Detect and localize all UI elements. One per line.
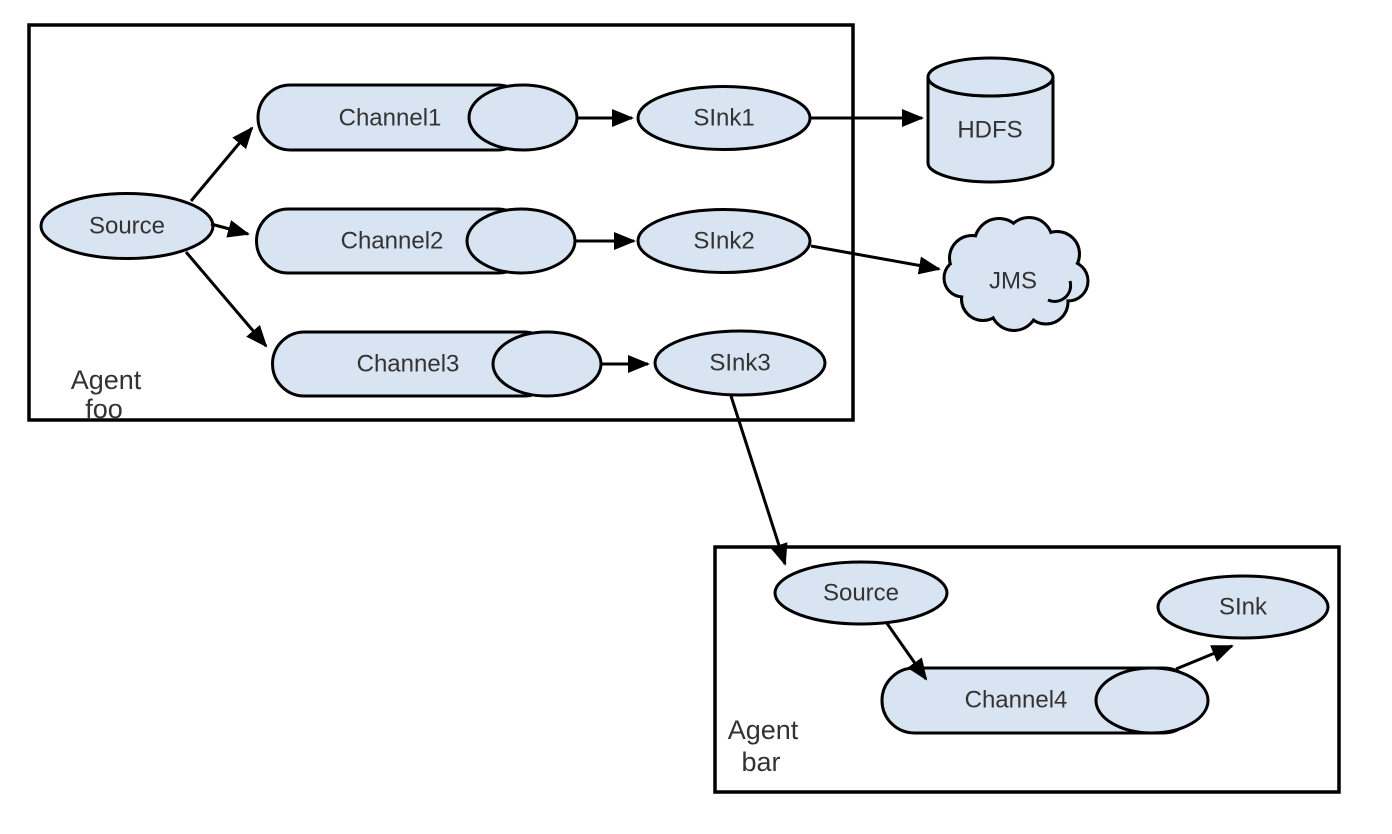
channel3-label: Channel3: [357, 351, 460, 378]
agent-bar-box: [713, 545, 1341, 794]
channel3-end-cap: [491, 330, 603, 398]
agent-foo-label: Agent foo: [71, 365, 142, 424]
channel4-label: Channel4: [965, 687, 1068, 714]
sink1-shape: [636, 85, 812, 151]
agent-bar-label-line1: Agent: [728, 715, 799, 745]
sink3-shape: [653, 329, 827, 397]
bar-sink-shape: [1156, 574, 1330, 640]
hdfs-cylinder-top: [926, 56, 1055, 98]
edge-foo-source-to-channel2: [210, 220, 250, 238]
bar-source-label: Source: [823, 580, 899, 607]
node-channel1: Channel1: [256, 83, 579, 152]
jms-label: JMS: [989, 268, 1037, 295]
node-bar-sink: SInk: [1156, 574, 1330, 640]
channel4-end-cap: [1094, 666, 1210, 735]
hdfs-label: HDFS: [957, 117, 1022, 144]
edge-channel4-to-bar-sink: [1175, 644, 1234, 671]
channel2-label: Channel2: [341, 228, 444, 255]
foo-source-label: Source: [89, 213, 165, 240]
node-channel3: Channel3: [271, 330, 603, 398]
node-sink2: SInk2: [636, 208, 812, 274]
cloud-inner-curl: [1047, 280, 1073, 303]
sink2-shape: [636, 208, 812, 274]
bar-sink-label: SInk: [1219, 594, 1268, 621]
agent-foo-box: [27, 23, 855, 422]
agent-bar-label: Agent bar: [728, 715, 799, 777]
agent-bar-label-line2: bar: [741, 747, 780, 777]
edge-foo-source-to-channel3: [184, 251, 268, 348]
cloud-center-fill: [965, 237, 1065, 313]
node-sink3: SInk3: [653, 329, 827, 397]
node-foo-source: Source: [39, 192, 215, 260]
edge-bar-source-to-channel4: [884, 621, 928, 681]
channel2-end-cap: [465, 207, 577, 275]
sink2-label: SInk2: [693, 228, 754, 255]
channel1-label: Channel1: [339, 105, 442, 132]
agent-foo-label-line2: foo: [85, 394, 123, 424]
edge-sink2-to-jms: [810, 244, 941, 275]
node-sink1: SInk1: [636, 85, 812, 151]
node-channel4: Channel4: [880, 666, 1210, 735]
channel1-end-cap: [467, 83, 579, 152]
node-jms: JMS: [942, 216, 1090, 332]
sink1-label: SInk1: [693, 105, 754, 132]
node-bar-source: Source: [773, 560, 949, 626]
edge-sink3-to-bar-source: [729, 395, 788, 566]
node-channel2: Channel2: [255, 207, 577, 275]
jms-cloud-shape: [942, 216, 1090, 332]
sink3-label: SInk3: [709, 350, 770, 377]
edge-foo-source-to-channel1: [189, 126, 254, 202]
node-hdfs: HDFS: [926, 56, 1055, 184]
agent-foo-label-line1: Agent: [71, 365, 142, 395]
bar-source-shape: [773, 560, 949, 626]
